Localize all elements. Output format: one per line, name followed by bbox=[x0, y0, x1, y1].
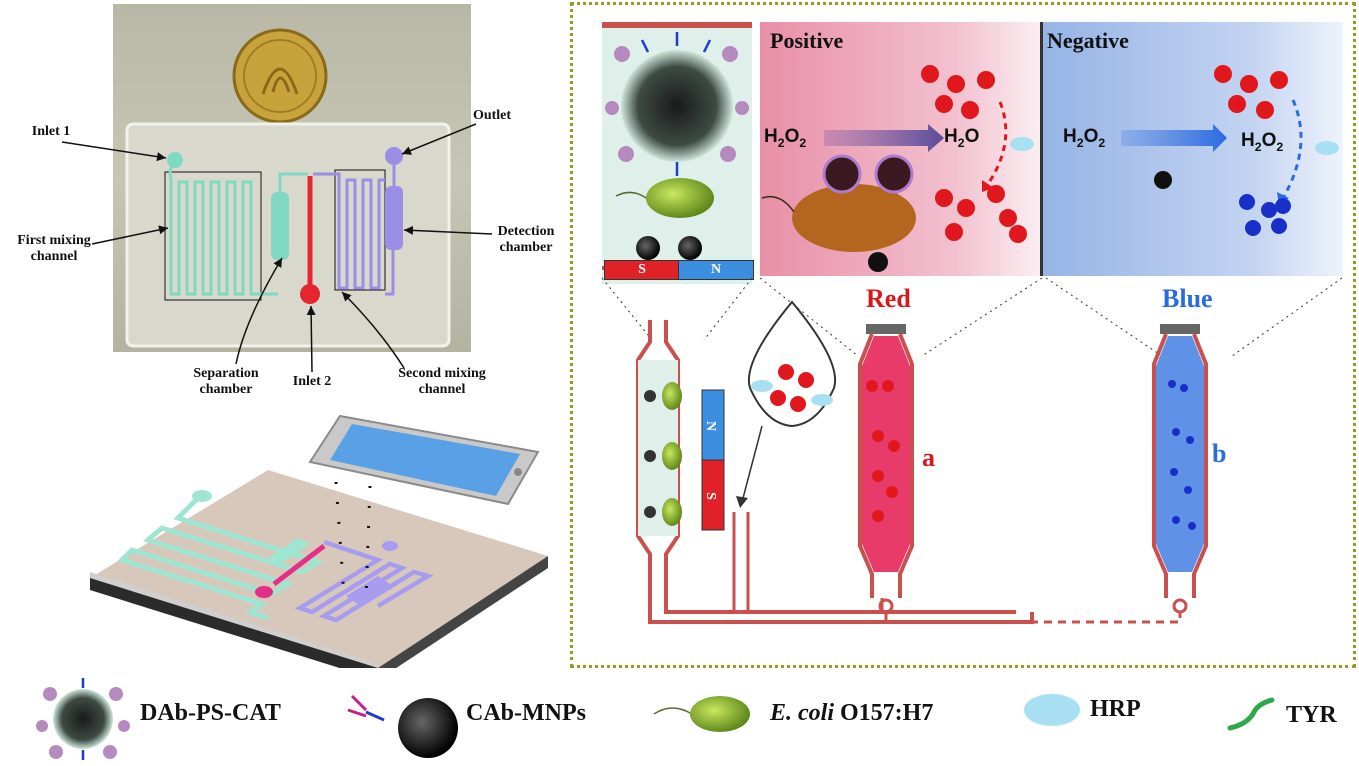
hrp-icon bbox=[1024, 694, 1080, 726]
tyr-icon bbox=[1227, 697, 1275, 731]
legend-tyr: TYR bbox=[1286, 702, 1337, 728]
annotation-arrows bbox=[61, 123, 493, 373]
legend-hrp: HRP bbox=[1090, 696, 1141, 722]
legend: DAb-PS-CAT CAb-MNPs E. coli O157:H7 HRP … bbox=[0, 672, 1359, 766]
mechanism-frame bbox=[570, 2, 1356, 668]
magnet-s-label: S bbox=[638, 262, 646, 277]
chip-photo-svg bbox=[125, 28, 451, 348]
microfluidic-schematic: N S a b bbox=[601, 277, 1342, 624]
negative-h2o2-left: H2O2 bbox=[1063, 126, 1106, 150]
legend-ecoli: E. coli O157:H7 bbox=[770, 700, 934, 726]
negative-panel: Negative H2O2 H2O2 bbox=[1043, 22, 1343, 276]
first-mixing-channel-photo bbox=[168, 160, 278, 296]
magnet-n-vertical: N bbox=[703, 421, 718, 431]
label-second-mixing: Second mixing channel bbox=[398, 366, 486, 397]
label-detection: Detection chamber bbox=[497, 224, 555, 255]
magnet-n: N bbox=[678, 260, 754, 280]
chip-photo bbox=[113, 4, 471, 352]
negative-title: Negative bbox=[1047, 28, 1129, 53]
result-blue: Blue bbox=[1162, 284, 1213, 313]
legend-dab: DAb-PS-CAT bbox=[140, 700, 281, 726]
coin bbox=[232, 28, 328, 124]
capture-inset bbox=[602, 22, 752, 284]
positive-h2o: H2O bbox=[944, 126, 980, 150]
magnet-s-vertical: S bbox=[703, 492, 718, 500]
label-b: b bbox=[1212, 439, 1226, 468]
positive-panel: Positive H2O2 H2O bbox=[760, 22, 1040, 276]
chip-3d-top bbox=[90, 470, 548, 668]
label-inlet1: Inlet 1 bbox=[31, 124, 71, 139]
detection-chamber-photo bbox=[385, 186, 403, 250]
positive-title: Positive bbox=[770, 28, 844, 53]
chip-3d-illustration bbox=[90, 414, 548, 668]
cab-mnps-icon bbox=[347, 694, 458, 758]
legend-cab: CAb-MNPs bbox=[466, 700, 586, 726]
result-red: Red bbox=[866, 284, 911, 313]
negative-h2o2-right: H2O2 bbox=[1241, 130, 1284, 154]
label-a: a bbox=[922, 443, 935, 472]
label-outlet: Outlet bbox=[472, 108, 512, 123]
panel-divider bbox=[1040, 22, 1043, 276]
label-inlet2: Inlet 2 bbox=[292, 374, 332, 389]
positive-h2o2: H2O2 bbox=[764, 126, 807, 150]
label-separation: Separation chamber bbox=[193, 366, 259, 397]
dab-ps-cat-icon bbox=[36, 678, 130, 760]
smartphone-icon bbox=[308, 414, 540, 506]
label-first-mixing: First mixing channel bbox=[17, 233, 91, 264]
ecoli-icon bbox=[653, 696, 750, 732]
magnet-n-label: N bbox=[710, 262, 722, 277]
